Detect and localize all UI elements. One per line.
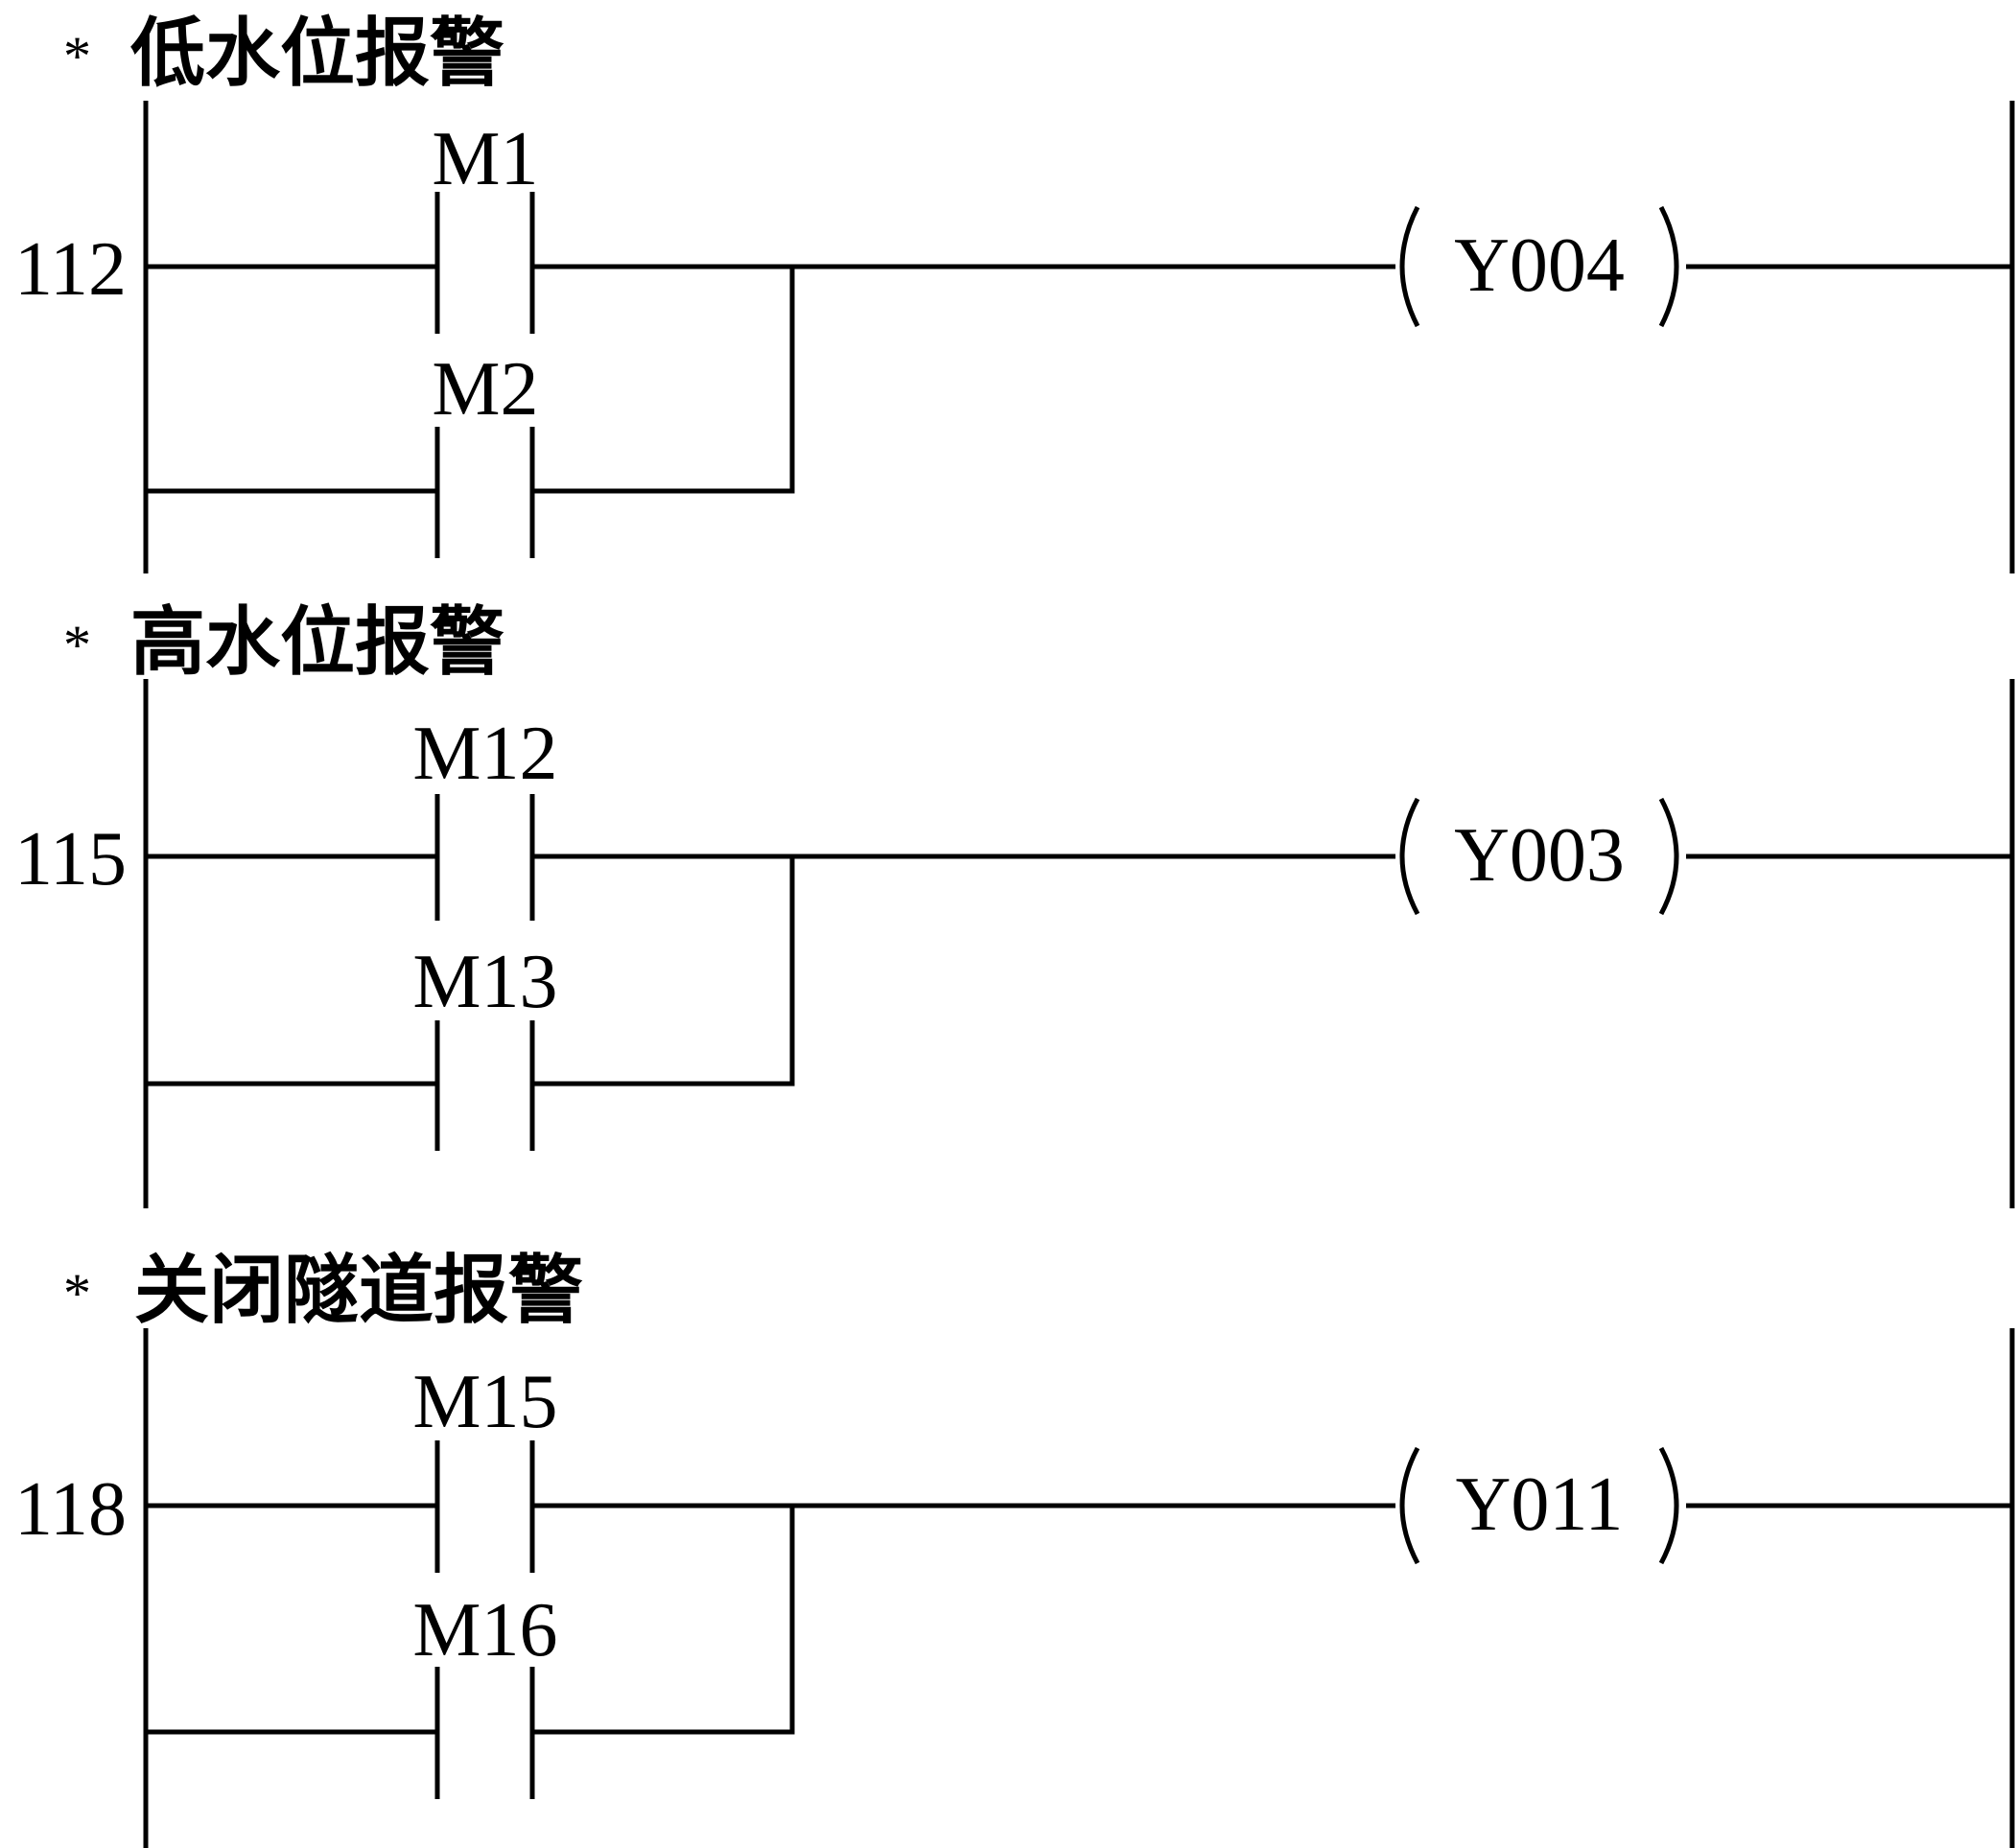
coil-right-arc xyxy=(1658,205,1679,328)
contact-label: M13 xyxy=(412,940,557,1024)
step-number: 115 xyxy=(14,817,127,901)
rung-2: * 高水位报警 115 M12 M13 Y003 xyxy=(14,599,2015,1208)
step-number: 112 xyxy=(14,227,127,312)
comment-mark: * xyxy=(63,1262,91,1324)
contact-label: M1 xyxy=(432,117,538,201)
step-number: 118 xyxy=(14,1467,127,1552)
rung-comment: 低水位报警 xyxy=(130,11,504,97)
coil-left-arc xyxy=(1399,205,1420,328)
contact-label: M12 xyxy=(412,712,557,796)
coil-label: Y003 xyxy=(1454,813,1625,898)
coil-left-arc xyxy=(1399,797,1420,916)
coil-label: Y004 xyxy=(1454,223,1625,308)
branch-wire xyxy=(532,856,795,1087)
rung-comment: 高水位报警 xyxy=(130,599,504,686)
rung-comment: 关闭隧道报警 xyxy=(134,1248,583,1334)
comment-mark: * xyxy=(63,614,91,676)
coil-right-arc xyxy=(1658,797,1679,916)
coil-label: Y011 xyxy=(1456,1462,1624,1547)
coil-right-arc xyxy=(1658,1446,1679,1565)
contact-label: M15 xyxy=(412,1360,557,1444)
rung-1: * 低水位报警 112 M1 M2 Y004 xyxy=(14,11,2015,573)
contact-label: M2 xyxy=(432,347,538,432)
comment-mark: * xyxy=(63,25,91,87)
rung-3: * 关闭隧道报警 118 M15 M16 Y011 xyxy=(14,1248,2015,1848)
coil-left-arc xyxy=(1399,1446,1420,1565)
contact-label: M16 xyxy=(412,1588,557,1673)
branch-wire xyxy=(532,267,795,494)
branch-wire xyxy=(532,1506,795,1735)
